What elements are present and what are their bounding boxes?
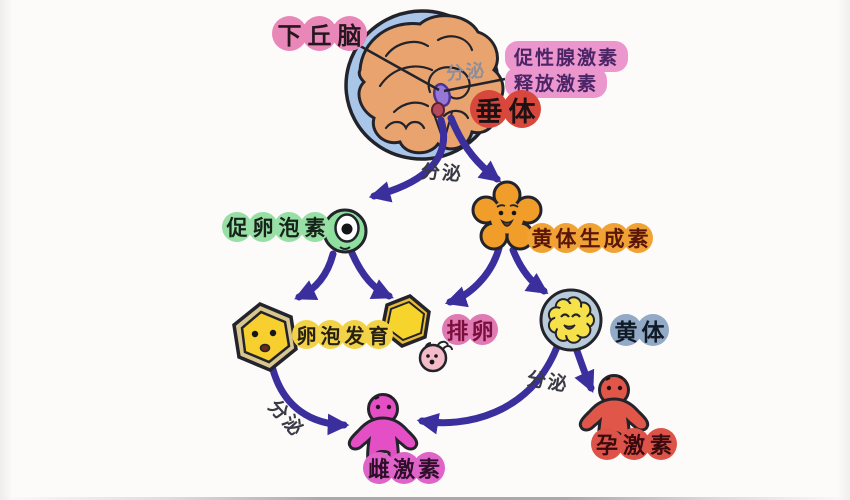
arrow-lh-to-ovulation — [444, 244, 503, 308]
follicle-icon — [232, 301, 298, 373]
arrow-pituitary-to-lh — [447, 114, 502, 183]
estrogen-label: 雌激素 — [363, 452, 445, 484]
progesterone-label: 孕激素 — [591, 428, 677, 460]
egg-icon — [418, 340, 453, 373]
arrow-fsh-to-follicle — [294, 250, 337, 301]
secretion-note-pituitary: 分泌 — [420, 161, 464, 186]
corpus-luteum-icon — [539, 288, 603, 352]
pituitary-label: 垂体 — [470, 90, 541, 128]
estrogen-figure-icon — [347, 393, 419, 466]
arrow-pituitary-to-fsh — [368, 116, 448, 203]
corpus-luteum-label: 黄体 — [610, 314, 669, 346]
secretion-note-brain: 分泌 — [445, 59, 488, 85]
lh-label: 黄体生成素 — [527, 223, 653, 253]
hypothalamus-label: 下丘脑 — [272, 16, 367, 51]
arrow-lh-to-luteum — [509, 246, 549, 295]
ovulation-label: 排卵 — [442, 314, 498, 345]
arrow-follicle-to-estrogen — [268, 362, 350, 436]
fsh-cell-icon — [322, 208, 368, 254]
ovulation-follicle-icon — [380, 293, 431, 348]
brain-folds — [378, 35, 474, 131]
arrow-luteum-to-estrogen — [416, 343, 561, 435]
brain-illustration — [343, 9, 506, 161]
secretion-arrows — [268, 114, 595, 436]
arrow-fsh-to-ovulation — [348, 249, 394, 300]
gnrh-pointer-line — [443, 77, 506, 93]
arrow-luteum-to-progesterone — [572, 344, 595, 393]
lh-flower-icon — [471, 180, 543, 251]
gnrh-label-line1: 促性腺激素 — [505, 41, 629, 72]
follicle-development-label: 卵泡发育 — [292, 320, 393, 349]
progesterone-figure-icon — [578, 374, 650, 447]
bottom-edge-bar — [0, 497, 850, 500]
fsh-label: 促卵泡素 — [222, 212, 330, 242]
